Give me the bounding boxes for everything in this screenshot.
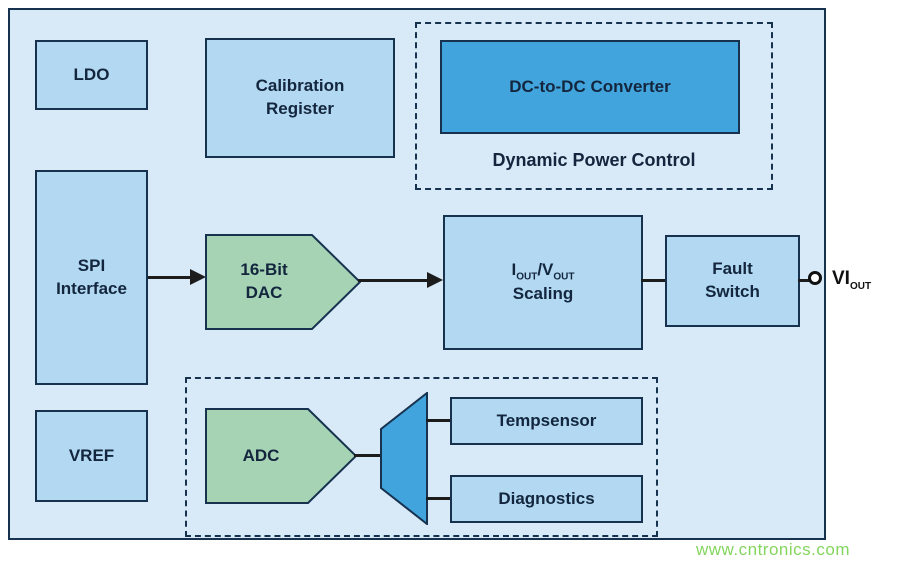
- output-label: VIOUT: [832, 268, 872, 292]
- iout-vout-scaling-label: IOUT/VOUT Scaling: [511, 259, 575, 304]
- ldo-block: LDO: [35, 40, 148, 110]
- connector-adc-to-mux: [354, 454, 382, 457]
- fault-switch-block: Fault Switch: [665, 235, 800, 327]
- calibration-register-block: Calibration Register: [205, 38, 395, 158]
- arrow-dac-to-scaling-head: [427, 272, 443, 288]
- ldo-label: LDO: [73, 64, 110, 84]
- diagnostics-block: Diagnostics: [450, 475, 643, 523]
- dc-to-dc-converter-label: DC-to-DC Converter: [509, 76, 671, 96]
- adc-label: ADC: [242, 445, 280, 465]
- connector-scaling-to-fault: [641, 279, 667, 282]
- adc-shape: [205, 408, 357, 504]
- tempsensor-block: Tempsensor: [450, 397, 643, 445]
- diagnostics-label: Diagnostics: [498, 488, 595, 508]
- fault-switch-label: Fault Switch: [705, 259, 760, 301]
- tempsensor-label: Tempsensor: [496, 410, 597, 430]
- arrow-spi-to-dac-head: [190, 269, 206, 285]
- dynamic-power-control-label: Dynamic Power Control: [492, 150, 696, 170]
- connector-fault-to-output: [798, 279, 810, 282]
- connector-mux-to-tempsensor: [426, 419, 452, 422]
- spi-interface-label: SPI Interface: [56, 255, 127, 298]
- output-terminal: [808, 271, 822, 285]
- connector-mux-to-diagnostics: [426, 497, 452, 500]
- arrow-spi-to-dac-line: [148, 276, 192, 279]
- adc-diagnostics-group: [185, 377, 658, 537]
- watermark: www.cntronics.com: [696, 540, 850, 559]
- arrow-dac-to-scaling-line: [358, 279, 430, 282]
- dynamic-power-control-group: [415, 22, 773, 190]
- dc-to-dc-converter-block: DC-to-DC Converter: [440, 40, 740, 134]
- vref-label: VREF: [68, 445, 115, 465]
- calibration-register-label: Calibration Register: [255, 76, 345, 118]
- mux-shape: [380, 392, 428, 525]
- dac-shape: [205, 234, 361, 330]
- iout-vout-scaling-block: IOUT/VOUT Scaling: [443, 215, 643, 350]
- spi-interface-block: SPI Interface: [35, 170, 148, 385]
- vref-block: VREF: [35, 410, 148, 502]
- dac-label: 16-Bit DAC: [240, 260, 288, 302]
